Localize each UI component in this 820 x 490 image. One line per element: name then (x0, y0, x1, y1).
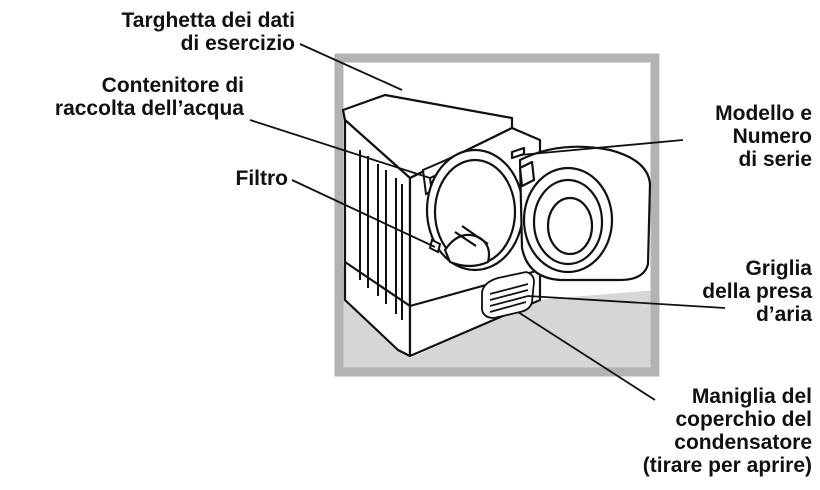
label-condenser-handle: Maniglia del coperchio del condensatore … (642, 385, 812, 477)
leader-filter (291, 179, 436, 248)
label-rating-plate: Targhetta dei dati di esercizio (121, 9, 295, 55)
label-water-container: Contenitore di raccolta dell’acqua (54, 74, 244, 120)
leader-rating-plate (299, 43, 403, 91)
floor-shadow (340, 262, 656, 372)
label-model-serial: Modello e Numero di serie (715, 102, 812, 171)
frame-border (334, 53, 660, 377)
leader-model-serial (519, 139, 684, 156)
leader-air-grille (527, 295, 726, 309)
label-air-grille: Griglia della presa d’aria (702, 257, 812, 326)
leader-water-container (249, 119, 431, 179)
leader-condenser-handle (517, 311, 656, 401)
label-filter: Filtro (235, 167, 289, 190)
